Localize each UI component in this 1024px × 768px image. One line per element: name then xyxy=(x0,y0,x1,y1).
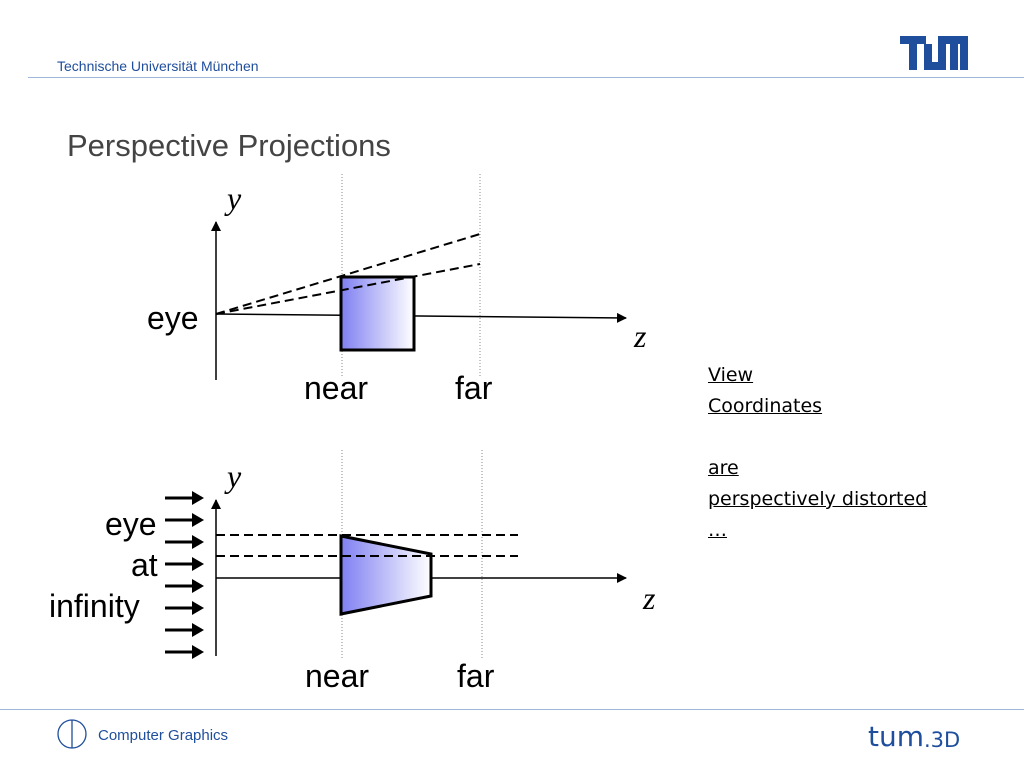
header-divider xyxy=(28,77,1024,78)
notes-line-5: … xyxy=(708,519,727,541)
tum-logo xyxy=(900,36,968,70)
top-view-ray-lower xyxy=(215,263,481,315)
top-far-label: far xyxy=(455,370,493,406)
top-diagram xyxy=(211,174,627,380)
university-name: Technische Universität München xyxy=(57,58,259,74)
bottom-z-axis-label: z xyxy=(643,580,656,616)
footer-emblem-icon xyxy=(57,719,87,749)
footer-divider xyxy=(0,709,1024,710)
svg-text:tum: tum xyxy=(868,720,924,753)
tum3d-logo: tum .3D xyxy=(868,720,960,753)
bottom-far-label: far xyxy=(457,658,495,694)
notes-line-4: perspectively distorted xyxy=(708,488,928,510)
top-y-axis-label: y xyxy=(227,180,242,216)
side-notes: View Coordinates are perspectively disto… xyxy=(708,360,927,546)
bottom-near-label: near xyxy=(305,658,370,694)
notes-line-1: View xyxy=(708,364,754,386)
top-z-axis-label: z xyxy=(634,318,647,354)
bottom-diagram xyxy=(165,450,627,660)
parallel-rays xyxy=(165,491,204,659)
slide-title: Perspective Projections xyxy=(67,128,391,163)
eye-at-infinity-line1: eye xyxy=(105,506,157,542)
top-view-ray-upper xyxy=(215,233,481,315)
notes-line-3: are xyxy=(708,457,739,479)
eye-at-infinity-line3: infinity xyxy=(49,588,140,624)
bottom-view-volume xyxy=(339,534,433,616)
bottom-y-axis-label: y xyxy=(227,458,242,494)
eye-at-infinity-line2: at xyxy=(131,547,158,583)
course-name: Computer Graphics xyxy=(98,727,229,744)
svg-text:.3D: .3D xyxy=(924,728,960,752)
top-eye-label: eye xyxy=(147,300,199,336)
top-view-volume xyxy=(339,275,416,352)
notes-spacer xyxy=(708,422,927,453)
top-z-axis xyxy=(215,312,627,323)
top-near-label: near xyxy=(304,370,369,406)
notes-line-2: Coordinates xyxy=(708,395,823,417)
